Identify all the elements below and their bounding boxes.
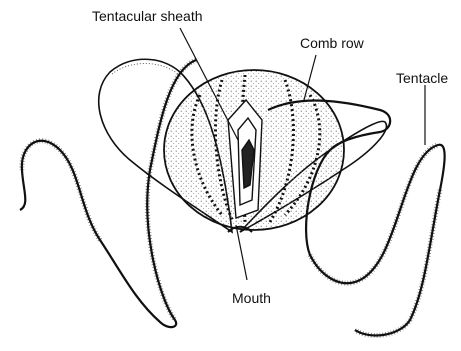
label-mouth: Mouth	[232, 290, 271, 306]
label-tentacle: Tentacle	[396, 70, 448, 86]
label-tentacular-sheath: Tentacular sheath	[92, 8, 203, 24]
label-comb-row: Comb row	[300, 35, 364, 51]
